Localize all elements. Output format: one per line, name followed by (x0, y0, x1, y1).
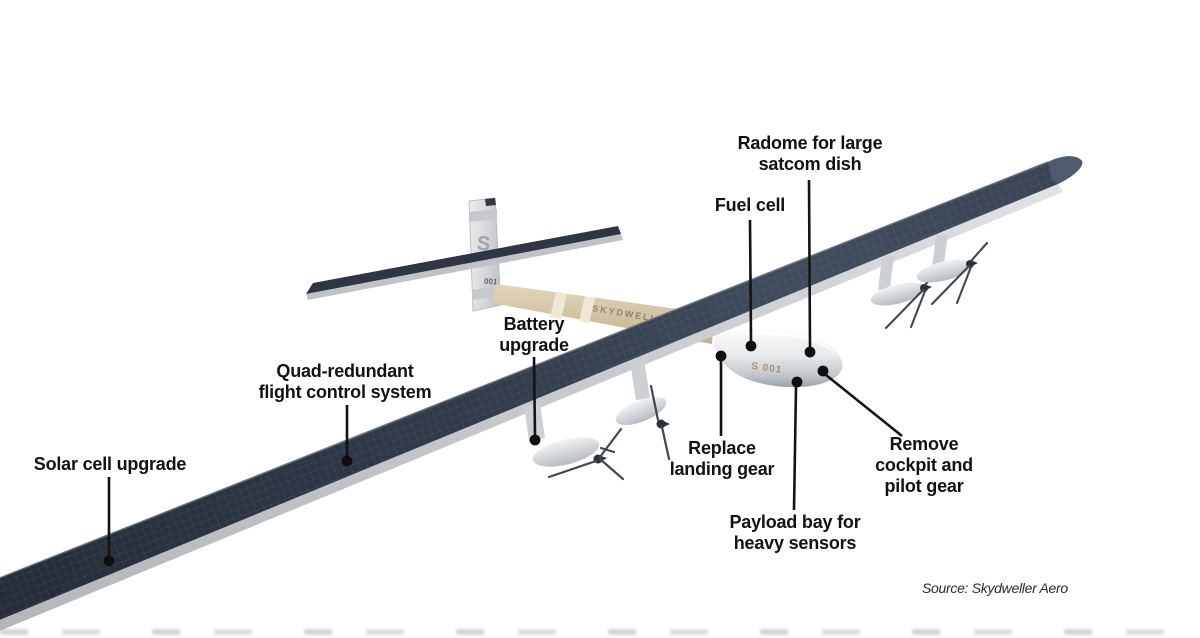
wingtip-facet (1048, 156, 1083, 184)
tail-fin-letter: S (476, 233, 491, 256)
motor-pod-outer-right (916, 234, 989, 306)
leader-radome (807, 179, 812, 348)
tail-fin-number: 001 (484, 277, 498, 287)
source-credit: Source: Skydweller Aero (922, 580, 1068, 596)
fuselage-pod: S 001 (713, 329, 843, 388)
leader-dot-solar-cell (103, 555, 115, 567)
label-payload-bay: Payload bay for heavy sensors (729, 512, 861, 553)
motor-pod-inner-right (870, 256, 943, 330)
pod-nacelle (916, 259, 972, 283)
fin-tip-cap (485, 198, 496, 206)
motor-pods (524, 234, 989, 481)
spinner-cone (970, 260, 978, 267)
motor-pod-inner-left (599, 360, 671, 461)
boom-stripe (550, 292, 567, 319)
label-fuel-cell: Fuel cell (714, 195, 786, 215)
spinner-cone (661, 420, 670, 428)
fin-stripe-bottom (472, 286, 500, 300)
solar-cell-grid (0, 156, 1083, 620)
pod-pylon (878, 256, 894, 290)
label-remove-cockpit: Remove cockpit and pilot gear (875, 434, 973, 496)
leader-cockpit (825, 373, 903, 438)
leader-dot-battery (529, 434, 541, 446)
fuselage-body (713, 329, 843, 388)
leader-fuel-cell (748, 219, 753, 342)
stabilizer-edge (306, 234, 623, 300)
leader-battery (532, 356, 537, 436)
boom-stripe (579, 296, 595, 323)
leader-dot-radome (804, 346, 816, 358)
spinner-cone (924, 284, 932, 291)
leader-dot-payload-bay (791, 376, 803, 388)
pod-pylon (932, 234, 948, 266)
propeller-blades (599, 384, 671, 461)
leader-payload-bay (792, 386, 798, 511)
main-wing (0, 156, 1083, 631)
pod-nacelle (532, 437, 600, 467)
fuselage-code-text: S 001 (750, 361, 782, 376)
propeller-blades (547, 427, 625, 481)
horizontal-stabilizer (306, 226, 621, 294)
pod-pylon (630, 360, 650, 400)
leader-dot-cockpit (817, 365, 829, 377)
pod-nacelle (870, 282, 926, 306)
propeller-blades (930, 241, 989, 306)
cropped-text-remnant (0, 629, 1200, 635)
label-replace-landing-gear: Replace landing gear (669, 438, 775, 479)
label-solar-cell-upgrade: Solar cell upgrade (33, 454, 187, 474)
leader-dot-fuel-cell (745, 340, 757, 352)
leader-dot-landing-gear (715, 350, 727, 362)
label-battery-upgrade: Battery upgrade (499, 314, 569, 355)
wing-top-highlight (0, 161, 1049, 579)
leader-lines (107, 179, 903, 556)
label-flight-control: Quad-redundant flight control system (258, 361, 432, 402)
leader-dots (103, 340, 829, 567)
fin-stripe-top (470, 209, 497, 222)
label-radome: Radome for large satcom dish (737, 133, 883, 174)
leader-dot-flight-control (341, 455, 353, 467)
